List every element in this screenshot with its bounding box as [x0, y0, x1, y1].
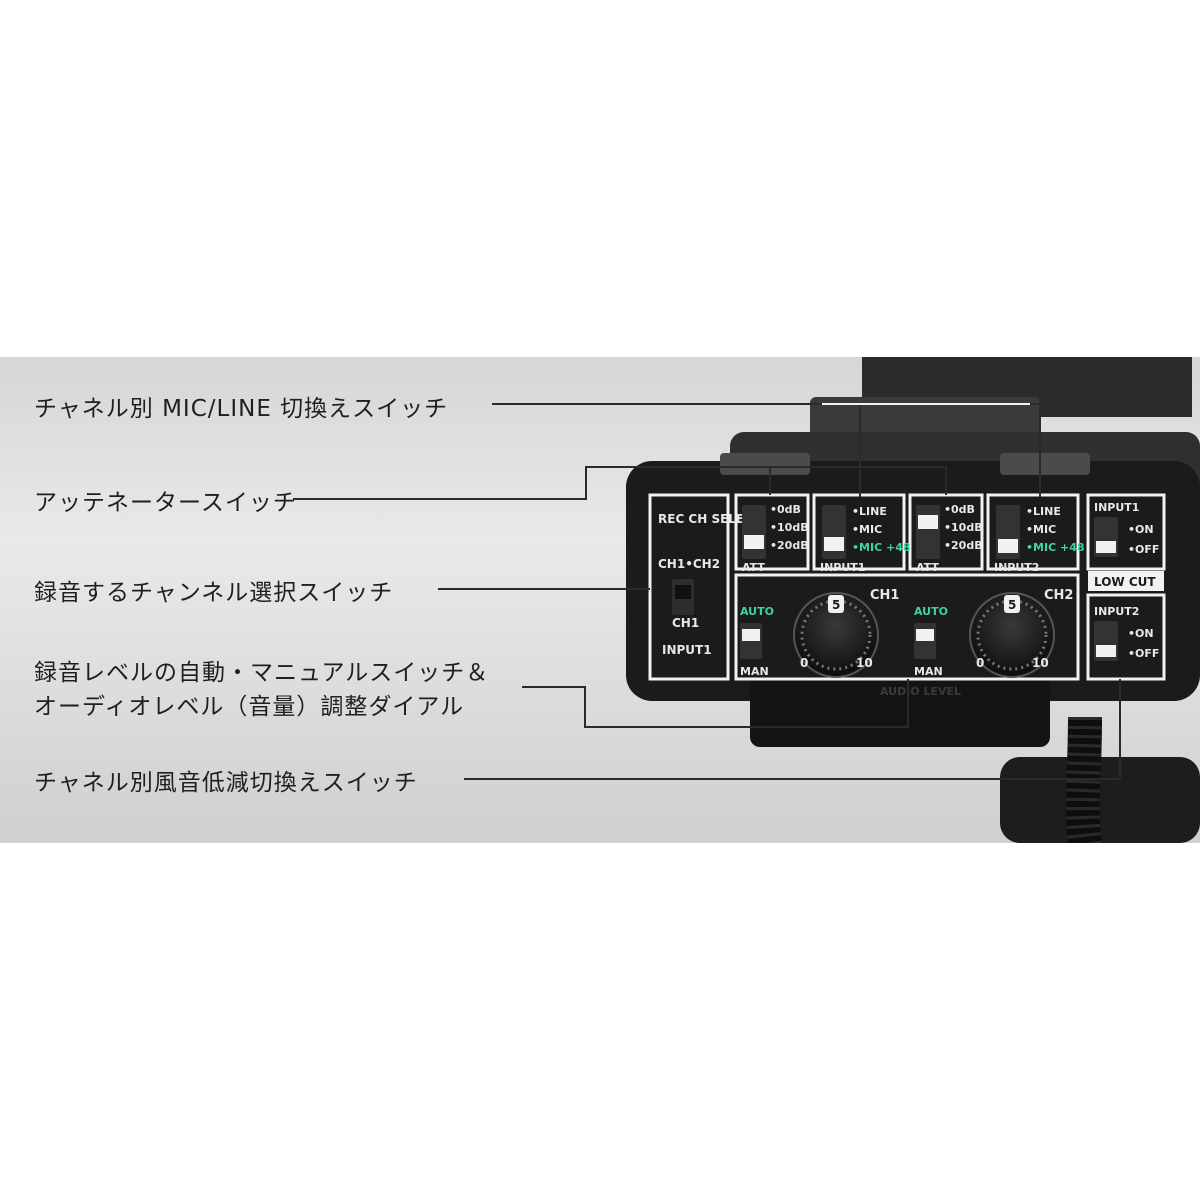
ch1-dial-max: 10 — [856, 656, 873, 670]
callout-rec-channel-select: 録音するチャンネル選択スイッチ — [34, 580, 394, 606]
input1-mic: •MIC — [852, 523, 882, 536]
lowcut1-on: •ON — [1128, 523, 1154, 536]
ch1-level-dial[interactable] — [793, 592, 879, 678]
ch2-dial-ridges — [976, 599, 1048, 671]
rec-ch-select-knob[interactable] — [675, 585, 691, 599]
input2-line: •LINE — [1026, 505, 1061, 518]
att1-label: ATT — [742, 561, 765, 574]
att1-0db: •0dB — [770, 503, 801, 516]
lowcut-label: LOW CUT — [1094, 575, 1156, 589]
att1-switch[interactable] — [742, 505, 766, 559]
audio-level-label: AUDIO LEVEL — [880, 685, 961, 698]
input1-select-label: INPUT1 — [662, 643, 712, 657]
ch2-dial-max: 10 — [1032, 656, 1049, 670]
ch1-dial-label: CH1 — [870, 588, 899, 603]
ch2-level-dial[interactable] — [969, 592, 1055, 678]
att2-switch[interactable] — [916, 505, 940, 559]
ch1-dial-ridges — [800, 599, 872, 671]
input1-type-label: INPUT1 — [820, 561, 865, 574]
callout-mic-line-switch: チャネル別 MIC/LINE 切換えスイッチ — [34, 396, 449, 422]
att2-10db: •10dB — [944, 521, 983, 534]
input2-type-label: INPUT2 — [994, 561, 1039, 574]
ch1-dial-min: 0 — [800, 656, 808, 670]
lowcut2-knob[interactable] — [1096, 645, 1116, 657]
ch2-dial-mid: 5 — [1008, 598, 1016, 612]
product-banner: REC CH SELECT CH1•CH2 CH1 INPUT1 •0dB •1… — [0, 357, 1200, 843]
lowcut-input1-label: INPUT1 — [1094, 501, 1139, 514]
callout-level-line1: 録音レベルの自動・マニュアルスイッチ＆ — [34, 660, 490, 686]
lowcut2-frame — [1086, 593, 1166, 681]
lowcut1-off: •OFF — [1128, 543, 1159, 556]
att2-0db: •0dB — [944, 503, 975, 516]
att1-20db: •20dB — [770, 539, 809, 552]
ch1-ch2-label: CH1•CH2 — [658, 557, 720, 571]
ch2-dial-label: CH2 — [1044, 588, 1073, 603]
ch1-dial-mid: 5 — [832, 598, 840, 612]
hinge-left — [720, 453, 810, 475]
ch1-auto-man-knob[interactable] — [742, 629, 760, 641]
lowcut-label-bg — [1088, 571, 1164, 591]
input2-mic: •MIC — [1026, 523, 1056, 536]
lowcut2-off: •OFF — [1128, 647, 1159, 660]
ch2-dial-mid-marker — [1004, 595, 1020, 613]
att2-switch-knob[interactable] — [918, 515, 938, 529]
input2-mic48: •MIC +48 — [1026, 541, 1085, 554]
callout-level-line2: オーディオレベル（音量）調整ダイアル — [34, 694, 465, 720]
att1-switch-knob[interactable] — [744, 535, 764, 549]
ch1-label: CH1 — [672, 616, 699, 630]
ch2-auto-label: AUTO — [914, 605, 948, 618]
callout-attenuator-switch: アッテネータースイッチ — [34, 490, 297, 516]
lowcut1-knob[interactable] — [1096, 541, 1116, 553]
input1-mic48: •MIC +48 — [852, 541, 911, 554]
input2-type-knob[interactable] — [998, 539, 1018, 553]
hinge-right — [1000, 453, 1090, 475]
input1-line: •LINE — [852, 505, 887, 518]
lowcut1-frame — [1086, 493, 1166, 571]
att2-20db: •20dB — [944, 539, 983, 552]
lowcut2-on: •ON — [1128, 627, 1154, 640]
input1-type-knob[interactable] — [824, 537, 844, 551]
callout-wind-noise-switch: チャネル別風音低減切換えスイッチ — [34, 770, 418, 796]
ch1-dial-mid-marker — [828, 595, 844, 613]
rec-ch-select-label: REC CH SELECT — [658, 512, 762, 526]
lowcut-input2-label: INPUT2 — [1094, 605, 1139, 618]
ch2-man-label: MAN — [914, 665, 943, 678]
ch2-dial-min: 0 — [976, 656, 984, 670]
att2-label: ATT — [916, 561, 939, 574]
ch1-auto-label: AUTO — [740, 605, 774, 618]
ch2-auto-man-knob[interactable] — [916, 629, 934, 641]
adapter-body — [626, 461, 1200, 701]
att1-10db: •10dB — [770, 521, 809, 534]
ch1-man-label: MAN — [740, 665, 769, 678]
